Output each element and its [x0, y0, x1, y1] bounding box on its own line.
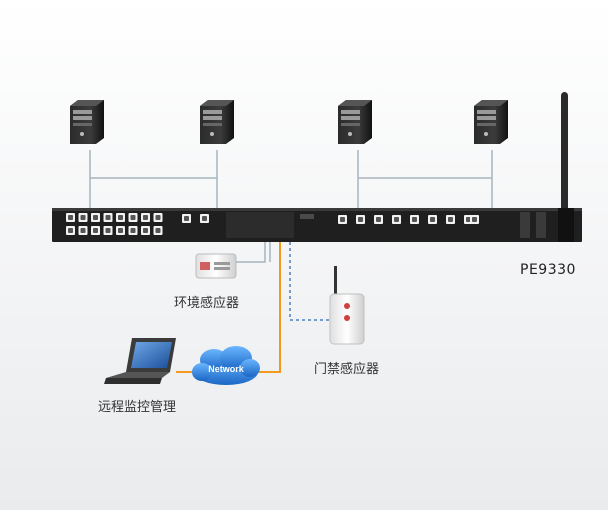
outlet-icon	[116, 213, 125, 222]
sensor-cable	[236, 242, 266, 263]
power-cables	[89, 150, 493, 208]
outlet-icon	[141, 213, 150, 222]
outlet-icon	[103, 213, 113, 222]
outlet-icon	[374, 215, 383, 224]
outlet-icon	[356, 215, 365, 224]
outlet-icon	[410, 215, 419, 224]
outlet-icon	[153, 213, 163, 222]
outlet-icon	[78, 226, 88, 235]
remote-monitor-label: 远程监控管理	[98, 400, 177, 415]
antenna	[561, 92, 568, 214]
outlet-icon	[66, 226, 75, 235]
environment-sensor-icon	[195, 253, 237, 279]
network-cloud-icon: Network	[192, 346, 260, 385]
wireless-link	[289, 242, 330, 321]
outlet-icon	[428, 215, 437, 224]
pdu-unit	[52, 208, 582, 242]
outlet-icon	[91, 226, 100, 235]
environment-sensor-label: 环境感应器	[174, 296, 240, 311]
network-cable	[256, 242, 281, 373]
server-tower-icon	[338, 100, 372, 144]
outlet-icon	[392, 215, 401, 224]
outlet-icon	[128, 213, 138, 222]
network-label: Network	[208, 364, 245, 374]
outlet-icon	[128, 226, 138, 235]
laptop-icon	[104, 338, 176, 384]
outlet-icon	[116, 226, 125, 235]
door-sensor-label: 门禁感应器	[314, 362, 380, 377]
server-tower-icon	[474, 100, 508, 144]
outlet-icon	[182, 214, 191, 223]
server-tower-icon	[200, 100, 234, 144]
outlet-icon	[141, 226, 150, 235]
outlet-icon	[78, 213, 88, 222]
outlet-icon	[338, 215, 347, 224]
outlet-icon	[66, 213, 75, 222]
outlet-icon	[153, 226, 163, 235]
outlet-icon	[200, 214, 209, 223]
outlet-icon	[103, 226, 113, 235]
door-sensor-icon	[329, 266, 365, 345]
model-label: PE9330	[520, 262, 576, 278]
outlet-icon	[446, 215, 455, 224]
server-tower-icon	[70, 100, 104, 144]
outlet-icon	[91, 213, 100, 222]
outlet-icon	[470, 215, 479, 224]
